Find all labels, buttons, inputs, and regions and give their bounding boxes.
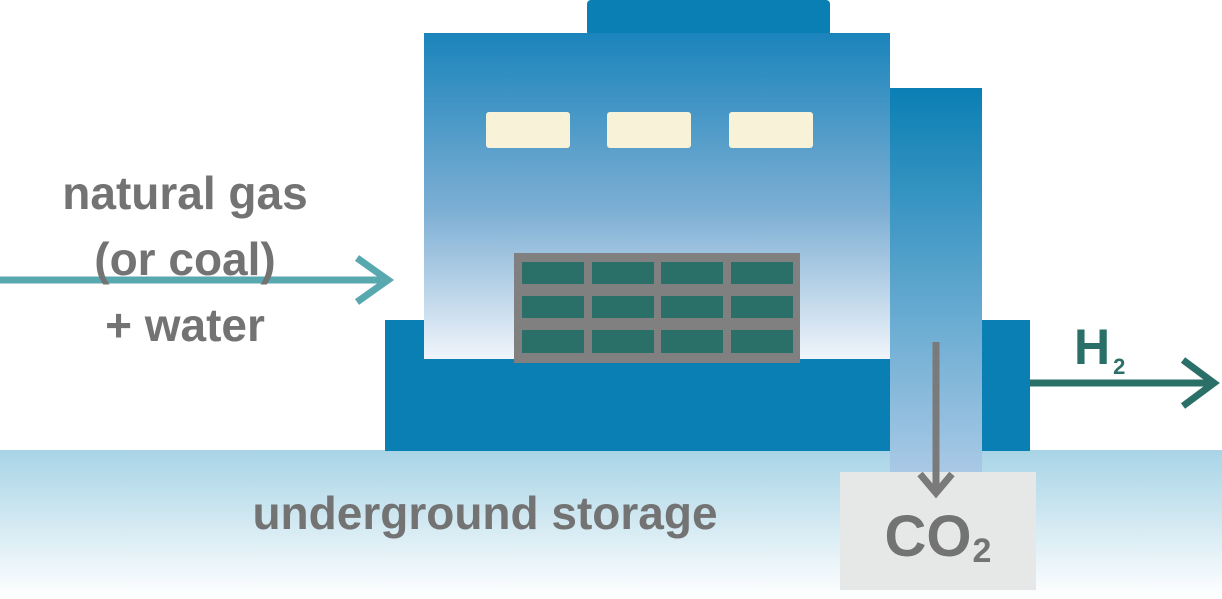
input-label-line: (or coal): [94, 233, 276, 285]
co2-label-main: CO: [884, 504, 972, 569]
vent-grid: [514, 253, 800, 363]
window: [486, 112, 570, 148]
input-label-line: natural gas: [62, 167, 308, 219]
input-label-line: + water: [105, 299, 265, 351]
window: [607, 112, 691, 148]
window: [729, 112, 813, 148]
storage-label: underground storage: [252, 487, 718, 539]
co2-label: CO2: [840, 503, 1036, 570]
arrow-right-icon: [0, 255, 395, 305]
building-roof: [587, 0, 830, 36]
arrow-right-icon: [1030, 357, 1220, 409]
input-label: natural gas (or coal) + water: [10, 160, 360, 358]
co2-label-subscript: 2: [972, 532, 992, 570]
h2-label-main: H: [1074, 319, 1111, 375]
h2-label-subscript: 2: [1113, 354, 1126, 379]
arrow-down-icon: [917, 342, 955, 499]
